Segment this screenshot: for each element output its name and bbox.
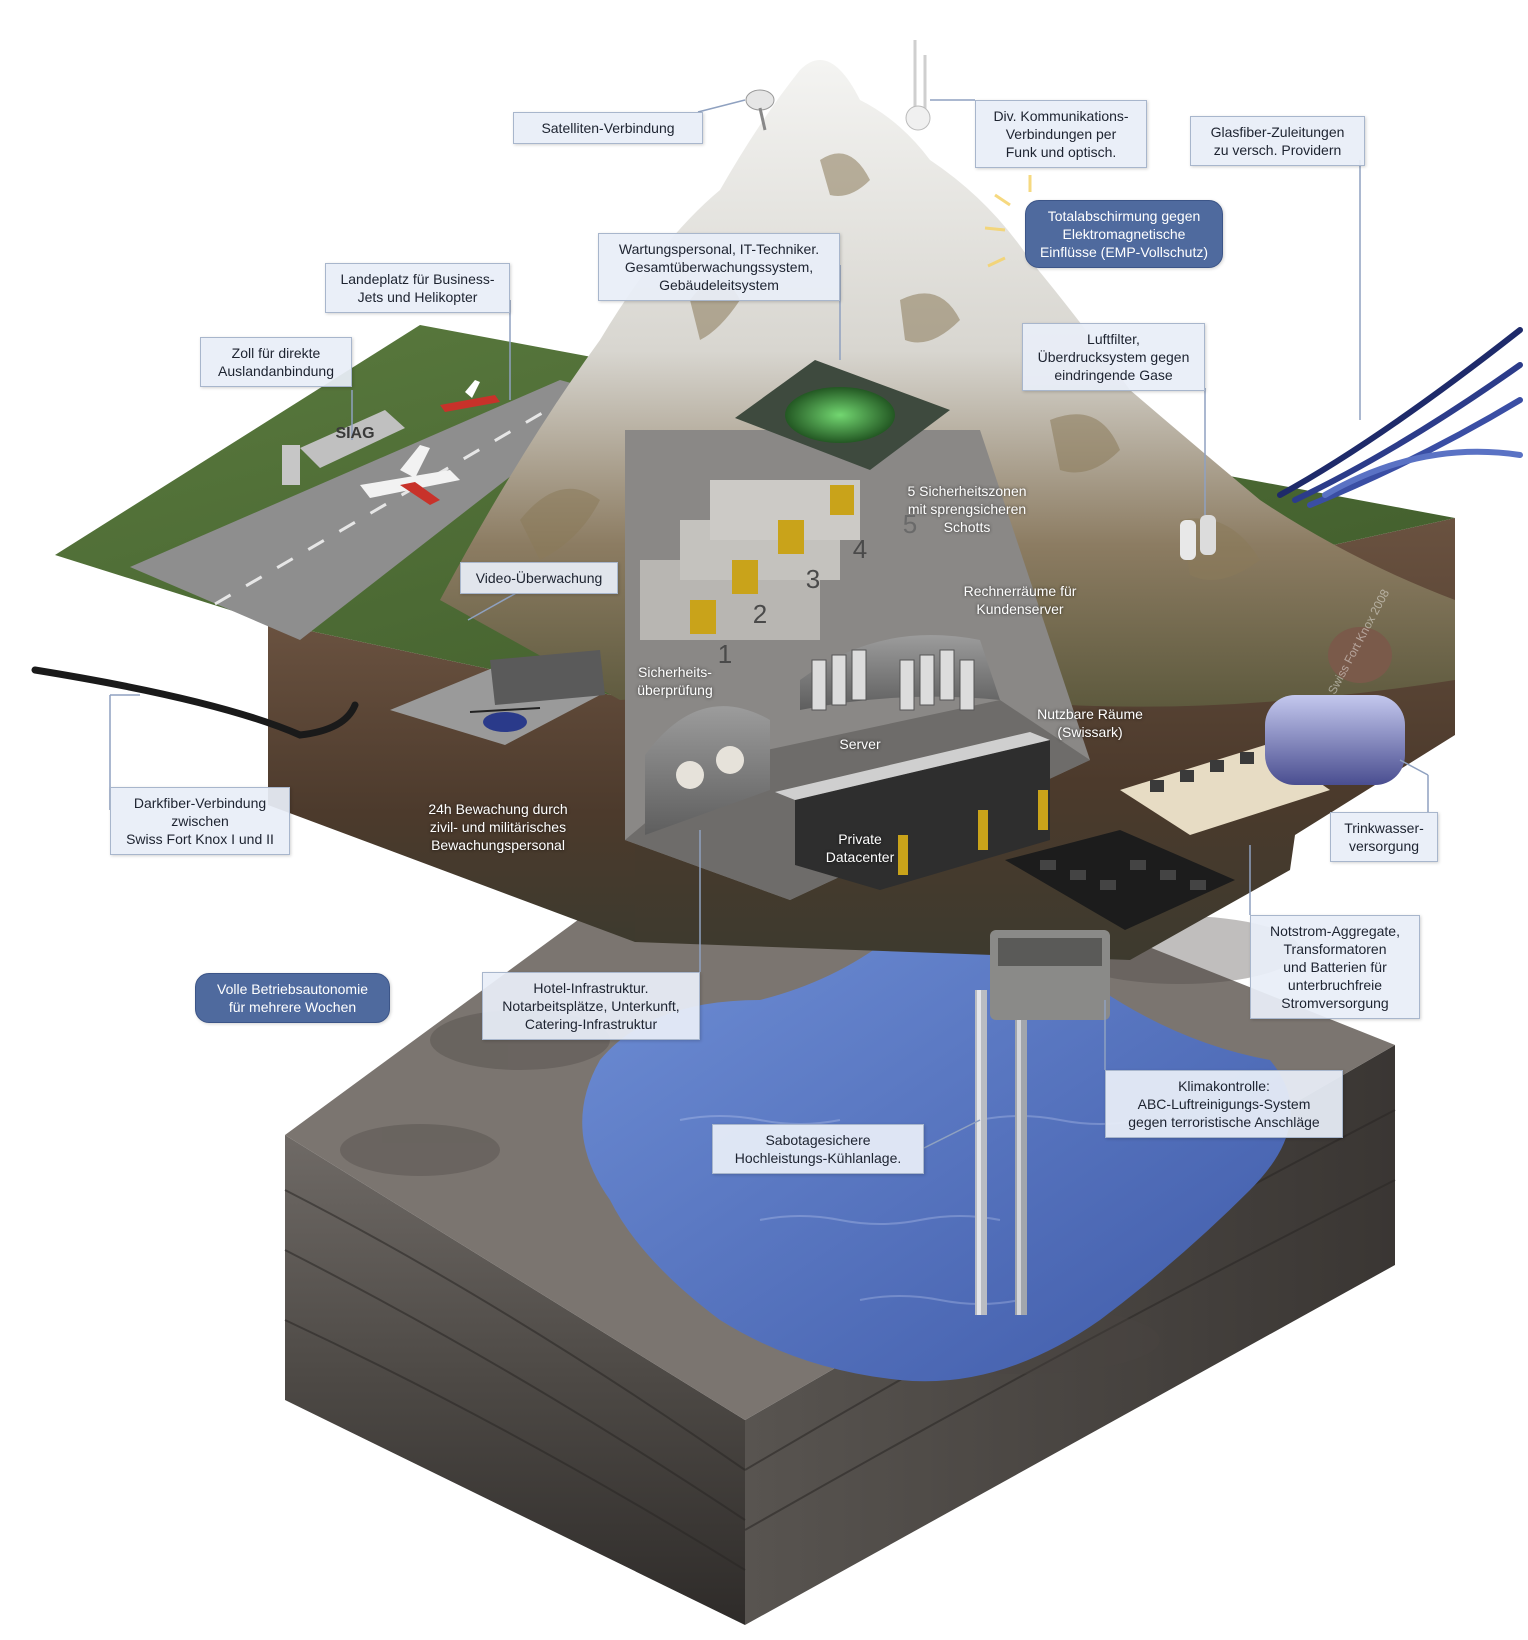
- small-plane: [440, 380, 500, 412]
- bunker-entrance: [490, 650, 605, 705]
- runway: [130, 380, 615, 640]
- callout-power: Notstrom-Aggregate, Transformatoren und …: [1250, 915, 1420, 1019]
- battery-rack: [1005, 830, 1235, 930]
- callout-staff: Wartungspersonal, IT-Techniker. Gesamtüb…: [598, 233, 840, 301]
- callout-darkfiber: Darkfiber-Verbindung zwischen Swiss Fort…: [110, 787, 290, 855]
- callout-drinking-water: Trinkwasser- versorgung: [1330, 812, 1438, 862]
- label-zone-1: 1: [717, 639, 733, 669]
- label-security-check: Sicherheits- überprüfung: [637, 664, 713, 698]
- emp-glow: [984, 175, 1032, 268]
- label-zone-4: 4: [852, 534, 868, 564]
- label-zone-2: 2: [752, 599, 768, 629]
- label-server: Server: [839, 736, 881, 752]
- callout-glass-fiber: Glasfiber-Zuleitungen zu versch. Provide…: [1190, 116, 1365, 166]
- label-guarding: 24h Bewachung durch zivil- und militäris…: [428, 801, 568, 853]
- callout-communications: Div. Kommunikations- Verbindungen per Fu…: [975, 100, 1147, 168]
- hangar-sign: SIAG: [335, 425, 375, 442]
- water-tower: [1328, 627, 1392, 683]
- cooling-pipes: [975, 990, 1027, 1315]
- callout-hotel: Hotel-Infrastruktur. Notarbeitsplätze, U…: [482, 972, 700, 1040]
- callout-video: Video-Überwachung: [460, 562, 618, 594]
- water-tank: [1265, 695, 1405, 785]
- control-room-glow: [785, 387, 895, 443]
- fiber-cables: [1277, 327, 1523, 508]
- underground-lake: [582, 910, 1291, 1382]
- jet-plane: [360, 445, 460, 505]
- callout-emp-shield: Totalabschirmung gegen Elektromagnetisch…: [1025, 200, 1223, 268]
- customs-tower: [282, 445, 300, 485]
- callout-autonomy: Volle Betriebsautonomie für mehrere Woch…: [195, 973, 390, 1023]
- callout-air-filter: Luftfilter, Überdrucksystem gegen eindri…: [1022, 323, 1205, 391]
- hotel-tunnel: [645, 706, 770, 835]
- callout-customs: Zoll für direkte Auslandanbindung: [200, 337, 352, 387]
- callout-satellite: Satelliten-Verbindung: [513, 112, 703, 144]
- security-zones: [640, 480, 860, 640]
- label-usable-rooms: Nutzbare Räume (Swissark): [1037, 706, 1143, 740]
- label-security-zones: 5 Sicherheitszonen mit sprengsicheren Sc…: [907, 483, 1027, 535]
- label-zone-3: 3: [805, 564, 821, 594]
- callout-climate: Klimakontrolle: ABC-Luftreinigungs-Syste…: [1105, 1070, 1343, 1138]
- satellite-dish: [745, 89, 775, 131]
- private-datacenter: [795, 740, 1050, 890]
- surface-features: [31, 40, 1523, 745]
- radome: [905, 105, 931, 131]
- label-zone-5: 5: [902, 509, 918, 539]
- callout-landing: Landeplatz für Business- Jets und Heliko…: [325, 263, 510, 313]
- helicopter: [469, 707, 541, 732]
- label-customer-servers: Rechnerräume für Kundenserver: [963, 583, 1077, 617]
- server-racks: [811, 649, 975, 711]
- callout-cooling: Sabotagesichere Hochleistungs-Kühlanlage…: [712, 1124, 924, 1174]
- label-private-datacenter: Private Datacenter: [825, 831, 895, 865]
- leader-lines: [109, 99, 1429, 1149]
- rock-block-left-face: [285, 1135, 745, 1625]
- power-equipment: [990, 627, 1405, 1020]
- air-filter-silos: [1180, 515, 1216, 560]
- interior-cutaway: [625, 360, 1090, 900]
- darkfiber-cable: [31, 666, 359, 739]
